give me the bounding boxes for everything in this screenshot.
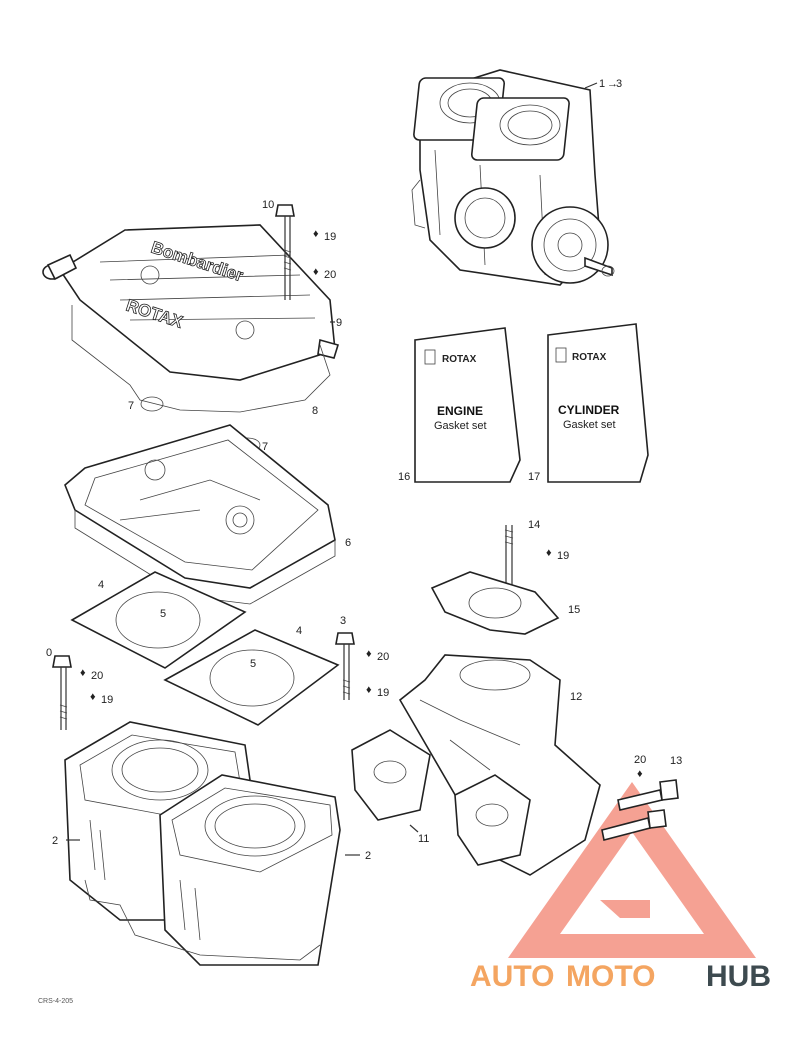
drop-icon: ♦ [313, 266, 319, 278]
watermark-inner-mark [600, 900, 650, 918]
cylinder-box-subtitle: Gasket set [563, 419, 616, 431]
cylinder-box-title: CYLINDER [558, 403, 620, 417]
cylinder-gasket-set-box: ROTAX CYLINDER Gasket set 17 [528, 323, 649, 483]
callout-19b: 19 [377, 687, 389, 699]
watermark-part3: HUB [706, 960, 771, 993]
cylinder-box-brand: ROTAX [572, 352, 607, 363]
callout-11: 11 [418, 833, 429, 845]
callout-14: 14 [528, 519, 540, 531]
head-gasket-4a [70, 571, 247, 669]
callout-20c: 20 [91, 670, 103, 682]
callout-1: 1 [599, 78, 605, 90]
callout-20b: 20 [377, 651, 389, 663]
arrow-glyph: → [607, 78, 618, 90]
callout-1b: 3 [616, 78, 622, 90]
o-ring-7a [140, 396, 164, 412]
exhaust-gasket-11b [454, 774, 531, 866]
drop-icon: ♦ [366, 684, 372, 696]
cylinder-head-cover: Bombardier ROTAX [42, 224, 340, 381]
callout-19d: 19 [557, 550, 569, 562]
exhaust-gasket-11a [351, 729, 431, 821]
callout-2b: 2 [365, 850, 371, 862]
stud-14 [504, 525, 514, 585]
callout-20a: 20 [324, 269, 336, 281]
drop-icon: ♦ [366, 648, 372, 660]
callout-10: 10 [262, 199, 274, 211]
callout-5a: 5 [160, 608, 166, 620]
callout-8: 8 [312, 405, 318, 417]
leader-1 [584, 82, 598, 89]
head-gasket-4b [163, 629, 340, 726]
watermark-text: AUTO MOTO HUB [470, 960, 771, 993]
callout-5b: 5 [250, 658, 256, 670]
callout-4b: 4 [296, 625, 302, 637]
engine-gasket-set-box: ROTAX ENGINE Gasket set 16 [398, 327, 521, 483]
cylinder-right [159, 774, 341, 966]
exhaust-gasket-15 [430, 571, 560, 635]
bolt-13b [601, 809, 667, 841]
callout-3: 3 [340, 615, 346, 627]
callout-19c: 19 [101, 694, 113, 706]
callout-12: 12 [570, 691, 582, 703]
watermark-triangle [508, 782, 756, 958]
drop-icon: ♦ [546, 547, 552, 559]
engine-assembly [411, 69, 615, 286]
callout-13: 13 [670, 755, 682, 767]
callout-20d: 20 [634, 754, 646, 766]
bolt-10 [275, 204, 295, 300]
cylinder-head [64, 424, 336, 605]
leader-11 [409, 824, 419, 833]
callout-17: 17 [528, 471, 540, 483]
callout-6: 6 [345, 537, 351, 549]
diagram-code: CRS-4-205 [38, 998, 73, 1005]
callout-7a: 7 [128, 400, 134, 412]
drop-icon: ♦ [80, 667, 86, 679]
drop-icon: ♦ [637, 768, 643, 780]
watermark-part1: AUTO [470, 960, 554, 993]
watermark-logo [508, 782, 756, 958]
drop-icon: ♦ [90, 691, 96, 703]
head-gasket-8 [71, 305, 331, 413]
callout-19a: 19 [324, 231, 336, 243]
callout-4a: 4 [98, 579, 104, 591]
callout-0: 0 [46, 647, 52, 659]
callout-7b: 7 [262, 441, 268, 453]
callout-16: 16 [398, 471, 410, 483]
bolt-3 [335, 632, 355, 700]
engine-box-brand: ROTAX [442, 354, 477, 365]
callout-15: 15 [568, 604, 580, 616]
watermark-part2: MOTO [566, 960, 655, 993]
engine-box-title: ENGINE [437, 404, 483, 418]
engine-box-subtitle: Gasket set [434, 420, 487, 432]
callout-2a: 2 [52, 835, 58, 847]
bolt-0 [52, 655, 72, 730]
bolt-13a [617, 779, 679, 811]
base-gasket [84, 879, 321, 961]
rotax-logo-icon [424, 349, 436, 365]
drop-icon: ♦ [313, 228, 319, 240]
rotax-logo-icon [555, 347, 567, 363]
callout-9: 9 [336, 317, 342, 329]
